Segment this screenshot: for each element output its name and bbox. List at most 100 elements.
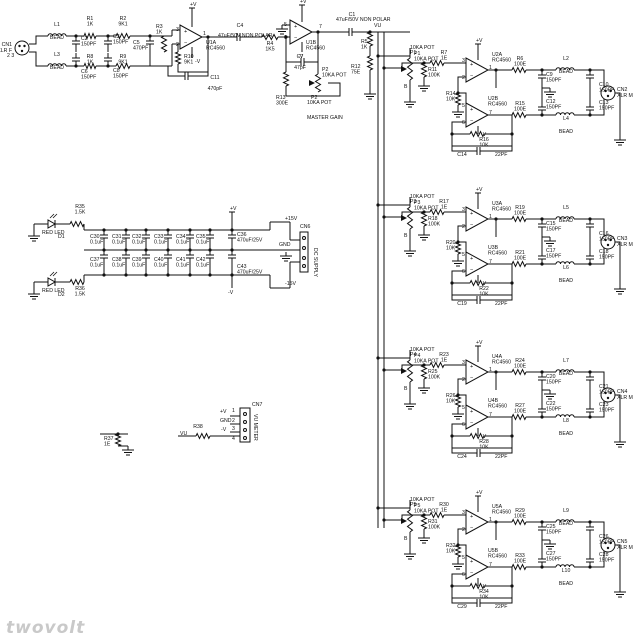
pin-label: B <box>404 84 408 90</box>
pin-num: 2 <box>462 224 465 230</box>
junction-dot <box>540 520 544 524</box>
capacitor-value: 150PF <box>546 254 561 260</box>
inductor-value: BEAD <box>559 581 573 587</box>
junction-dot <box>230 273 234 277</box>
capacitor-value: 0.1uF <box>90 263 103 269</box>
resistor-value: 100E <box>514 256 527 262</box>
opamp-part: RC4560 <box>488 251 507 257</box>
resistor-value: 9K1 <box>118 60 127 66</box>
resistor-ref: R5 <box>361 39 368 45</box>
capacitor-ref: C12 <box>546 99 556 105</box>
resistor-ref: R24 <box>515 358 525 364</box>
capacitor-ref: C34 <box>176 234 186 240</box>
resistor-ref: R10 <box>184 54 194 60</box>
capacitor-ref: C40 <box>154 257 164 263</box>
resistor-ref: R6 <box>517 56 524 62</box>
junction-dot <box>144 248 148 252</box>
capacitor-value: 0.1uF <box>176 263 189 269</box>
opamp-part: RC4560 <box>492 360 511 366</box>
junction-dot <box>230 228 234 232</box>
led-ray <box>49 271 55 277</box>
junction-dot <box>450 281 454 285</box>
capacitor-value: 150PF <box>546 227 561 233</box>
labels: CN1XLR F2 3L1BEADR11KR29K1L3BEADR81KR99K… <box>0 0 633 610</box>
ch-wire <box>600 99 605 116</box>
resistor-value: 1E <box>441 508 448 514</box>
pin-num: 7 <box>489 259 492 265</box>
inductor-value: BEAD <box>559 278 573 284</box>
capacitor-ref: C41 <box>176 257 186 263</box>
inductor <box>555 67 575 71</box>
resistor <box>469 130 485 138</box>
resistor <box>511 563 527 571</box>
ch-wire <box>485 295 513 301</box>
pot-value: 10KA POT <box>414 57 439 63</box>
xlr-pin <box>606 546 610 550</box>
opamp-plus: + <box>470 256 473 262</box>
pin-num: 6 <box>462 422 465 428</box>
net-label: VU <box>374 23 381 29</box>
resistor-ref: R17 <box>439 199 449 205</box>
resistor-ref: R16 <box>479 137 489 143</box>
ch-wire <box>485 146 513 152</box>
capacitor-value: 150PF <box>599 255 614 261</box>
capacitor-ref: C18 <box>599 249 609 255</box>
supply-label: +V <box>190 2 197 8</box>
opamp-ref: U3A <box>492 201 503 207</box>
connector-pin <box>243 436 247 440</box>
resistor-value: 100K <box>428 375 441 381</box>
resistor <box>511 518 527 526</box>
junction-dot <box>106 34 110 38</box>
resistor-ref: R13 <box>276 95 286 101</box>
resistor-value: 1E <box>441 205 448 211</box>
capacitor-ref: C13 <box>599 100 609 106</box>
capacitor-ref: C20 <box>546 374 556 380</box>
capacitor-value: 150PF <box>599 88 614 94</box>
inductor <box>47 63 67 67</box>
supply-label: -V <box>481 584 487 590</box>
resistor-ref: R31 <box>428 519 438 525</box>
resistor-value: 300E <box>276 101 289 107</box>
opamp-minus: − <box>184 41 187 47</box>
resistor-value: 1.5K <box>75 210 86 216</box>
capacitor-value: 22PF <box>495 301 507 307</box>
pin-num: 1 <box>203 31 206 37</box>
junction-dot <box>206 35 210 39</box>
vu-connector <box>239 407 251 443</box>
ch-wire <box>615 544 621 588</box>
junction-dot <box>510 281 514 285</box>
pin-num: 2 <box>232 418 235 424</box>
resistor <box>469 432 485 440</box>
capacitor-value: 150PF <box>599 558 614 564</box>
resistor-value: 10K <box>479 595 489 601</box>
resistor-ref: R12 <box>351 64 361 70</box>
input-wire <box>29 35 48 45</box>
pin-num: 5 <box>284 22 287 28</box>
vu-pin: GND <box>220 418 232 424</box>
connector-pin <box>302 264 306 268</box>
opamp-ref: U1B <box>306 40 317 46</box>
pot-ref: P5 <box>414 503 420 509</box>
pot-ref: P2 <box>322 67 328 73</box>
opamp-ref: U4A <box>492 354 503 360</box>
pot-ref: P3 <box>410 199 416 205</box>
resistor-value: 100E <box>514 107 527 113</box>
resistor-ref: R18 <box>428 216 438 222</box>
inductor <box>555 216 575 220</box>
pot-value: 10KA POT <box>307 100 332 106</box>
inductor-value: BEAD <box>559 371 573 377</box>
resistor <box>83 62 97 70</box>
junction-dot <box>588 68 592 72</box>
pin-num: 1 <box>489 65 492 71</box>
pin-num: 5 <box>462 103 465 109</box>
supply-label: -V <box>481 434 487 440</box>
resistor <box>406 57 414 81</box>
resistor-ref: R11 <box>428 67 437 73</box>
supply-label: +V <box>476 38 483 44</box>
inductor <box>555 414 575 418</box>
led-ray <box>49 213 55 219</box>
resistor-ref: R8 <box>87 54 94 60</box>
capacitor-ref: C32 <box>132 234 142 240</box>
pin-label: B <box>404 233 408 239</box>
resistor-value: 9K1 <box>118 22 127 28</box>
